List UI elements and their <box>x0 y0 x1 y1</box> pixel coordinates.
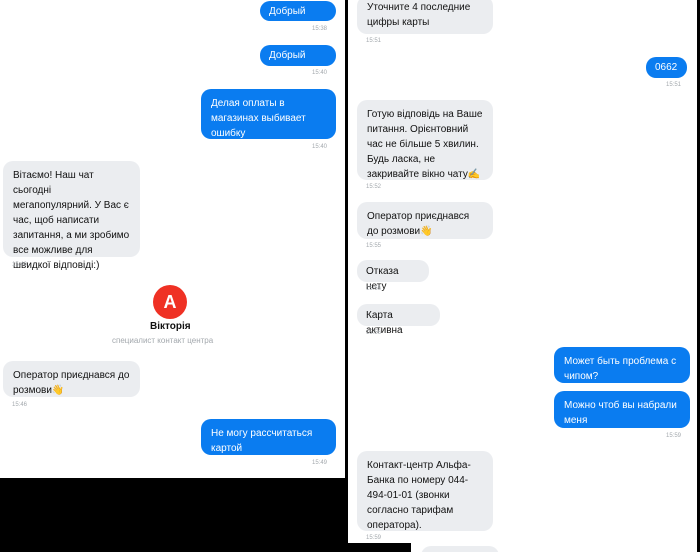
message-time: 15:56 <box>366 286 382 292</box>
message-time: 15:40 <box>12 262 28 268</box>
message-text: Уточните 4 последние цифры карты <box>367 2 471 28</box>
message-time: 15:49 <box>312 460 328 466</box>
message-text: Делая оплаты в магазинах выбивает ошибку <box>211 98 306 139</box>
outgoing-message[interactable]: Не могу рассчитаться картой <box>201 419 336 455</box>
message-text: 0662 <box>655 62 678 73</box>
message-text: Может быть проблема с чипом? <box>564 356 677 382</box>
message-time: 15:56 <box>366 330 382 336</box>
incoming-message[interactable]: Уточните 4 последние цифры карты <box>357 0 493 34</box>
message-time: 15:51 <box>666 82 682 88</box>
message-time: 15:46 <box>12 402 28 408</box>
outgoing-message[interactable]: Добрый день <box>260 1 336 32</box>
message-time: 15:59 <box>666 433 682 439</box>
right-chat-panel: Уточните 4 последние цифры карты 15:51 0… <box>348 0 700 552</box>
message-time: 15:40 <box>312 70 328 76</box>
incoming-message[interactable]: Отказа нету <box>357 260 429 292</box>
message-text: Можно чтоб вы набрали меня <box>564 400 677 426</box>
left-chat-panel: Добрый день 15:38 Добрый день 15:40 Дела… <box>0 0 345 478</box>
incoming-message[interactable]: Готую відповідь на Ваше питання. Орієнто… <box>357 100 493 180</box>
outgoing-message[interactable]: 0662 <box>646 57 687 78</box>
message-text: Контакт-центр Альфа-Банка по номеру 044-… <box>367 460 471 531</box>
message-text: Карта активна <box>366 310 403 336</box>
incoming-message[interactable]: Контакт-центр Альфа-Банка по номеру 044-… <box>357 451 493 531</box>
agent-name: Вікторія <box>150 321 191 332</box>
bottom-black-bar <box>0 543 411 552</box>
message-text: Добрый день <box>269 50 306 76</box>
message-time: 15:51 <box>366 38 382 44</box>
message-text: Вітаємо! Наш чат сьогодні мегапопулярний… <box>13 170 130 271</box>
message-time: 15:38 <box>312 26 328 32</box>
right-edge-line <box>697 0 700 552</box>
message-time: 15:59 <box>366 535 382 541</box>
message-text: Оператор приєднався до розмови👋 <box>13 370 130 396</box>
message-time: 15:55 <box>366 243 382 249</box>
message-text: Отказа нету <box>366 266 399 292</box>
message-time: 15:40 <box>312 144 328 150</box>
panel-divider <box>345 0 348 552</box>
incoming-message[interactable]: Оператор приєднався до розмови👋 <box>357 202 493 239</box>
incoming-message-partial[interactable] <box>421 546 499 552</box>
message-text: Добрый день <box>269 6 306 32</box>
outgoing-message[interactable]: Может быть проблема с чипом? <box>554 347 690 383</box>
outgoing-message[interactable]: Добрый день <box>260 45 336 76</box>
message-time: 15:52 <box>366 184 382 190</box>
outgoing-message[interactable]: Делая оплаты в магазинах выбивает ошибку <box>201 89 336 139</box>
message-text: Оператор приєднався до розмови👋 <box>367 211 470 237</box>
incoming-message[interactable]: Карта активна <box>357 304 440 336</box>
message-text: Готую відповідь на Ваше питання. Орієнто… <box>367 109 483 180</box>
agent-role: специалист контакт центра <box>112 336 214 345</box>
incoming-message[interactable]: Вітаємо! Наш чат сьогодні мегапопулярний… <box>3 161 140 271</box>
incoming-message[interactable]: Оператор приєднався до розмови👋 <box>3 361 140 397</box>
outgoing-message[interactable]: Можно чтоб вы набрали меня <box>554 391 690 428</box>
message-text: Не могу рассчитаться картой <box>211 428 313 454</box>
alfa-bank-logo-icon: А <box>153 285 187 319</box>
